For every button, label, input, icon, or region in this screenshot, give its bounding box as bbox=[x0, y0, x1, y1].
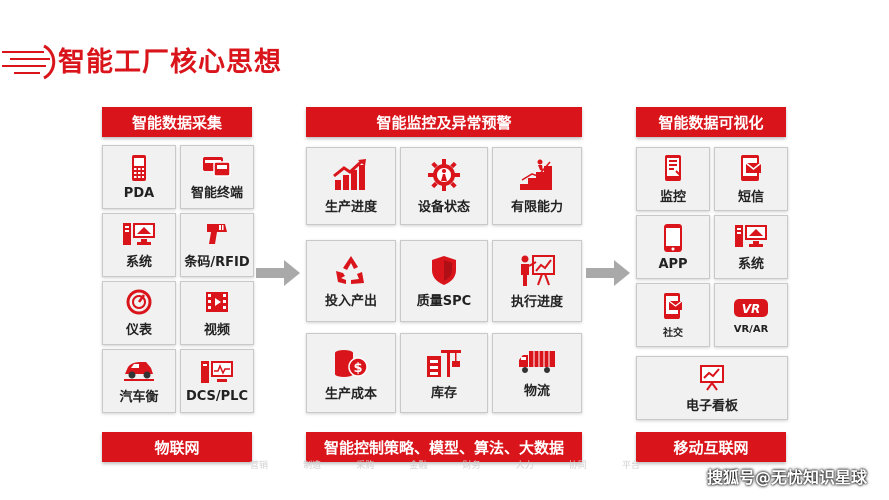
middle-column-header: 智能监控及异常预警 bbox=[306, 107, 582, 137]
tile-label: 物流 bbox=[523, 383, 550, 399]
tile-label: 生产进度 bbox=[324, 199, 377, 215]
shield-icon bbox=[432, 255, 456, 285]
tile-sms[interactable]: 短信 bbox=[714, 147, 788, 211]
plc-monitor-icon bbox=[201, 360, 233, 383]
tile-dcs-plc[interactable]: DCS/PLC bbox=[180, 349, 254, 413]
tile-label: 汽车衡 bbox=[119, 389, 159, 405]
tile-label: 系统 bbox=[737, 256, 764, 272]
left-column-header: 智能数据采集 bbox=[102, 107, 252, 137]
tile-label: 设备状态 bbox=[417, 199, 470, 215]
tile-social[interactable]: 社交 bbox=[636, 283, 710, 347]
tile-label: 视频 bbox=[203, 322, 230, 338]
computer-icon bbox=[735, 224, 767, 247]
tile-vr-ar[interactable]: VR VR/AR bbox=[714, 283, 788, 347]
faint-nav-item: 营销 bbox=[250, 461, 269, 471]
faint-nav-item: 协同 bbox=[568, 461, 587, 471]
faint-nav-item: 制造 bbox=[303, 461, 322, 471]
svg-text:$: $ bbox=[353, 361, 362, 376]
tile-production-progress[interactable]: 生产进度 bbox=[306, 147, 396, 225]
watermark: 搜狐号@无忧知识星球 bbox=[706, 468, 867, 487]
smartphone-icon bbox=[664, 223, 682, 252]
computer-icon bbox=[123, 222, 155, 245]
coins-icon: $ bbox=[335, 349, 368, 377]
tile-label: 执行进度 bbox=[510, 294, 563, 310]
gauge-icon bbox=[126, 289, 152, 314]
tile-execution-progress[interactable]: 执行进度 bbox=[492, 240, 582, 322]
tile-label: 短信 bbox=[737, 189, 764, 205]
social-icon bbox=[664, 292, 683, 319]
arrow-right-icon bbox=[586, 260, 630, 286]
faint-nav-item: 金融 bbox=[409, 461, 428, 471]
tile-pda[interactable]: PDA bbox=[102, 145, 176, 209]
tile-label: 投入产出 bbox=[324, 293, 377, 309]
delivery-truck-icon bbox=[519, 350, 555, 373]
bar-growth-icon bbox=[333, 158, 366, 190]
tile-barcode-rfid[interactable]: 条码/RFID bbox=[180, 213, 254, 277]
mobile-monitor-icon bbox=[665, 154, 681, 181]
barcode-scanner-icon bbox=[207, 223, 227, 244]
faint-nav-item: 人力 bbox=[515, 461, 534, 471]
tile-label: 仪表 bbox=[125, 322, 152, 338]
page-title: 智能工厂核心思想 bbox=[58, 47, 282, 78]
card-terminal-icon bbox=[203, 156, 231, 177]
tile-label: PDA bbox=[123, 185, 155, 201]
vr-icon: VR bbox=[734, 298, 768, 317]
tile-e-board[interactable]: 电子看板 bbox=[636, 356, 788, 420]
stairs-icon bbox=[520, 159, 552, 190]
tile-production-cost[interactable]: $ 生产成本 bbox=[306, 333, 396, 413]
phone-icon bbox=[132, 154, 146, 181]
faint-nav-item: 平台 bbox=[621, 461, 640, 471]
tile-label: 生产成本 bbox=[324, 386, 377, 402]
tile-truck-scale[interactable]: 汽车衡 bbox=[102, 349, 176, 413]
tile-logistics[interactable]: 物流 bbox=[492, 333, 582, 413]
tile-label: 监控 bbox=[659, 189, 686, 205]
right-column-footer: 移动互联网 bbox=[636, 432, 786, 462]
tile-label: VR/AR bbox=[733, 323, 769, 335]
tile-system[interactable]: 系统 bbox=[714, 215, 788, 279]
tile-label: APP bbox=[658, 256, 688, 272]
tile-finite-capacity[interactable]: 有限能力 bbox=[492, 147, 582, 225]
presentation-icon bbox=[521, 254, 555, 286]
faint-nav-item: 财务 bbox=[462, 461, 481, 471]
tile-label: DCS/PLC bbox=[185, 388, 249, 404]
left-column-footer: 物联网 bbox=[102, 432, 252, 462]
tile-video[interactable]: 视频 bbox=[180, 281, 254, 345]
tile-equipment-status[interactable]: 设备状态 bbox=[400, 147, 488, 225]
sms-icon bbox=[741, 154, 762, 181]
faint-nav-item: 采购 bbox=[356, 461, 375, 471]
gear-person-icon bbox=[428, 158, 460, 191]
tile-label: 社交 bbox=[663, 327, 683, 339]
tile-label: 条码/RFID bbox=[184, 254, 250, 270]
tile-quality-spc[interactable]: 质量SPC bbox=[400, 240, 488, 322]
tile-label: 系统 bbox=[125, 254, 152, 270]
tile-system[interactable]: 系统 bbox=[102, 213, 176, 277]
tile-label: 质量SPC bbox=[416, 293, 472, 309]
tile-meter[interactable]: 仪表 bbox=[102, 281, 176, 345]
tile-label: 电子看板 bbox=[685, 398, 738, 414]
tile-label: 智能终端 bbox=[190, 185, 243, 201]
e-board-icon bbox=[700, 364, 724, 391]
tile-smart-terminal[interactable]: 智能终端 bbox=[180, 145, 254, 209]
film-icon bbox=[206, 291, 228, 312]
tile-monitor[interactable]: 监控 bbox=[636, 147, 710, 211]
tile-input-output[interactable]: 投入产出 bbox=[306, 240, 396, 322]
faint-nav: 营销 制造 采购 金融 财务 人力 协同 平台 bbox=[250, 458, 640, 471]
tile-inventory[interactable]: 库存 bbox=[400, 333, 488, 413]
tile-label: 库存 bbox=[430, 385, 457, 401]
arrow-right-icon bbox=[256, 260, 300, 286]
warehouse-icon bbox=[427, 349, 461, 377]
svg-text:VR: VR bbox=[742, 302, 761, 316]
right-column-header: 智能数据可视化 bbox=[636, 107, 786, 137]
middle-column-footer: 智能控制策略、模型、算法、大数据 bbox=[306, 432, 582, 462]
tile-label: 有限能力 bbox=[510, 199, 563, 215]
swoosh-decoration bbox=[2, 44, 56, 80]
truck-scale-icon bbox=[124, 361, 154, 381]
tile-app[interactable]: APP bbox=[636, 215, 710, 279]
recycle-icon bbox=[336, 255, 364, 284]
